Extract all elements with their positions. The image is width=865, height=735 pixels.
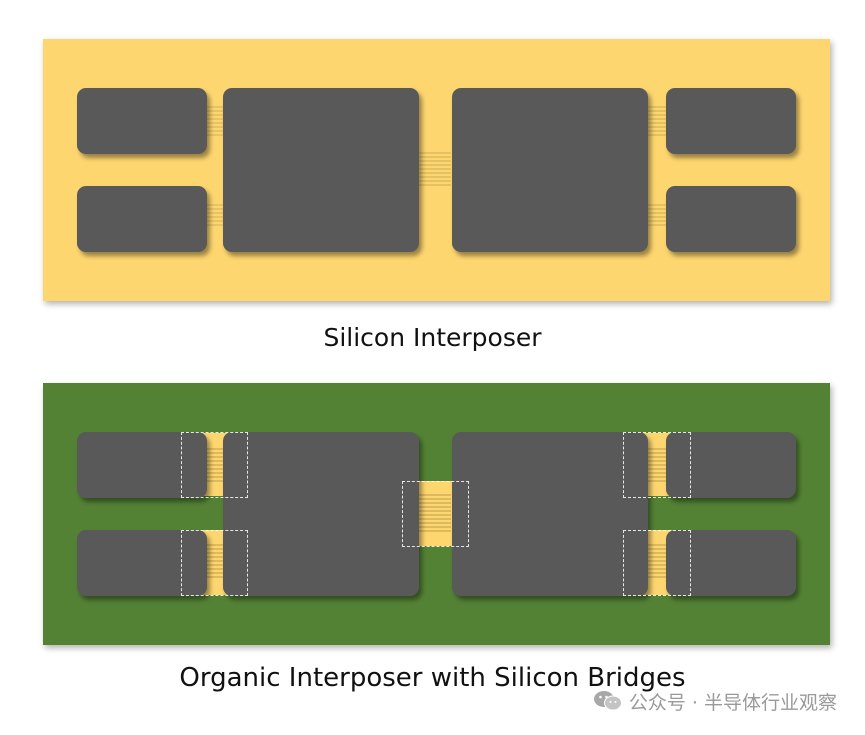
watermark: 公众号 · 半导体行业观察 xyxy=(593,686,837,716)
die-large-right xyxy=(452,432,648,596)
interconnect-wires-right xyxy=(648,106,666,226)
bridge-wires-left xyxy=(206,448,224,578)
silicon-interposer-caption: Silicon Interposer xyxy=(323,323,542,352)
silicon-interposer-substrate xyxy=(43,39,830,301)
die-small-bottom-left xyxy=(77,530,207,596)
bridge-outline-top-right xyxy=(623,432,691,498)
watermark-text: 公众号 · 半导体行业观察 xyxy=(628,691,837,714)
interconnect-wires-center xyxy=(419,152,451,186)
die-small-bottom-left xyxy=(77,186,207,252)
organic-interposer-caption: Organic Interposer with Silicon Bridges xyxy=(179,663,686,693)
die-small-bottom-right xyxy=(666,186,796,252)
bridge-outline-center xyxy=(402,481,469,547)
die-small-top-right xyxy=(666,432,796,498)
die-small-bottom-right xyxy=(666,530,796,596)
die-large-left xyxy=(223,432,419,596)
bridge-outline-bottom-right xyxy=(623,530,691,596)
die-small-top-right xyxy=(666,88,796,154)
wechat-icon xyxy=(593,691,622,711)
die-large-left xyxy=(223,88,419,252)
organic-interposer-substrate xyxy=(43,383,830,645)
interconnect-wires-left xyxy=(207,106,223,226)
die-small-top-left xyxy=(77,432,207,498)
bridge-wires-right xyxy=(648,448,666,578)
die-small-top-left xyxy=(77,88,207,154)
bridge-outline-bottom-left xyxy=(181,530,248,596)
die-large-right xyxy=(452,88,648,252)
bridge-wires-center xyxy=(419,494,451,532)
bridge-outline-top-left xyxy=(181,432,248,498)
